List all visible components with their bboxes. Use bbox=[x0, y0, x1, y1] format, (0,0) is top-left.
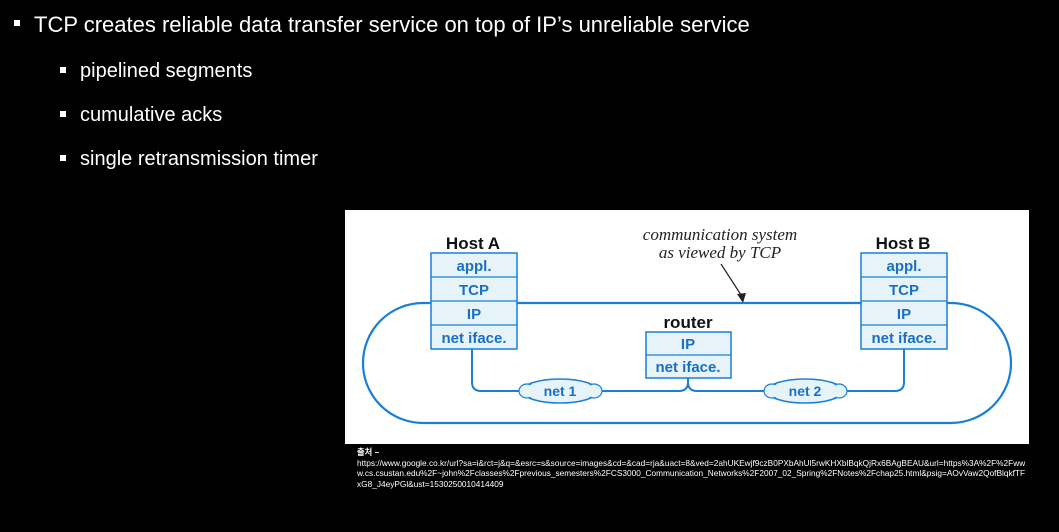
source-url[interactable]: https://www.google.co.kr/url?sa=i&rct=j&… bbox=[357, 457, 1026, 489]
caption-line-1: communication system bbox=[643, 225, 797, 244]
sub-bullet-pipelined: pipelined segments bbox=[60, 58, 252, 84]
sub-bullet-text: single retransmission timer bbox=[80, 148, 318, 170]
caption-arrow-line bbox=[720, 263, 744, 299]
bullet-marker bbox=[60, 111, 66, 117]
net1-cloud bbox=[518, 378, 603, 404]
router-layer-net-iface: net iface. bbox=[655, 359, 720, 376]
main-bullet: TCP creates reliable data transfer servi… bbox=[14, 10, 750, 40]
host-b-title: Host B bbox=[876, 234, 931, 253]
host-a-layer-tcp: TCP bbox=[459, 282, 489, 299]
host-a-layer-net-iface: net iface. bbox=[441, 330, 506, 347]
bullet-marker bbox=[14, 20, 20, 26]
host-a-layer-appl: appl. bbox=[456, 258, 491, 275]
sub-bullet-text: pipelined segments bbox=[80, 60, 253, 82]
host-b-layer-ip: IP bbox=[897, 306, 911, 323]
communication-loop bbox=[361, 301, 1013, 425]
host-a-stack bbox=[430, 252, 518, 350]
router-title: router bbox=[663, 313, 713, 332]
caption-arrowhead bbox=[737, 293, 746, 303]
host-b-layer-net-iface: net iface. bbox=[871, 330, 936, 347]
host-a-layer-ip: IP bbox=[467, 306, 481, 323]
net2-cloud bbox=[763, 378, 848, 404]
bullet-marker bbox=[60, 67, 66, 73]
host-b-layer-appl: appl. bbox=[886, 258, 921, 275]
bullet-marker bbox=[60, 155, 66, 161]
net1-label: net 1 bbox=[544, 383, 577, 399]
sub-bullet-timer: single retransmission timer bbox=[60, 146, 318, 172]
host-b-layer-tcp: TCP bbox=[889, 282, 919, 299]
host-a-title: Host A bbox=[446, 234, 500, 253]
router-layer-ip: IP bbox=[681, 336, 695, 353]
source-citation: 출처 – https://www.google.co.kr/url?sa=i&r… bbox=[357, 447, 1027, 489]
host-b-stack bbox=[860, 252, 948, 350]
tcp-diagram: communication system as viewed by TCP Ho… bbox=[345, 210, 1029, 444]
source-label: 출처 – bbox=[357, 447, 380, 457]
main-bullet-text: TCP creates reliable data transfer servi… bbox=[34, 12, 750, 37]
caption-line-2: as viewed by TCP bbox=[659, 243, 781, 262]
sub-bullet-text: cumulative acks bbox=[80, 104, 223, 126]
sub-bullet-cumulative: cumulative acks bbox=[60, 102, 222, 128]
net2-label: net 2 bbox=[789, 383, 822, 399]
